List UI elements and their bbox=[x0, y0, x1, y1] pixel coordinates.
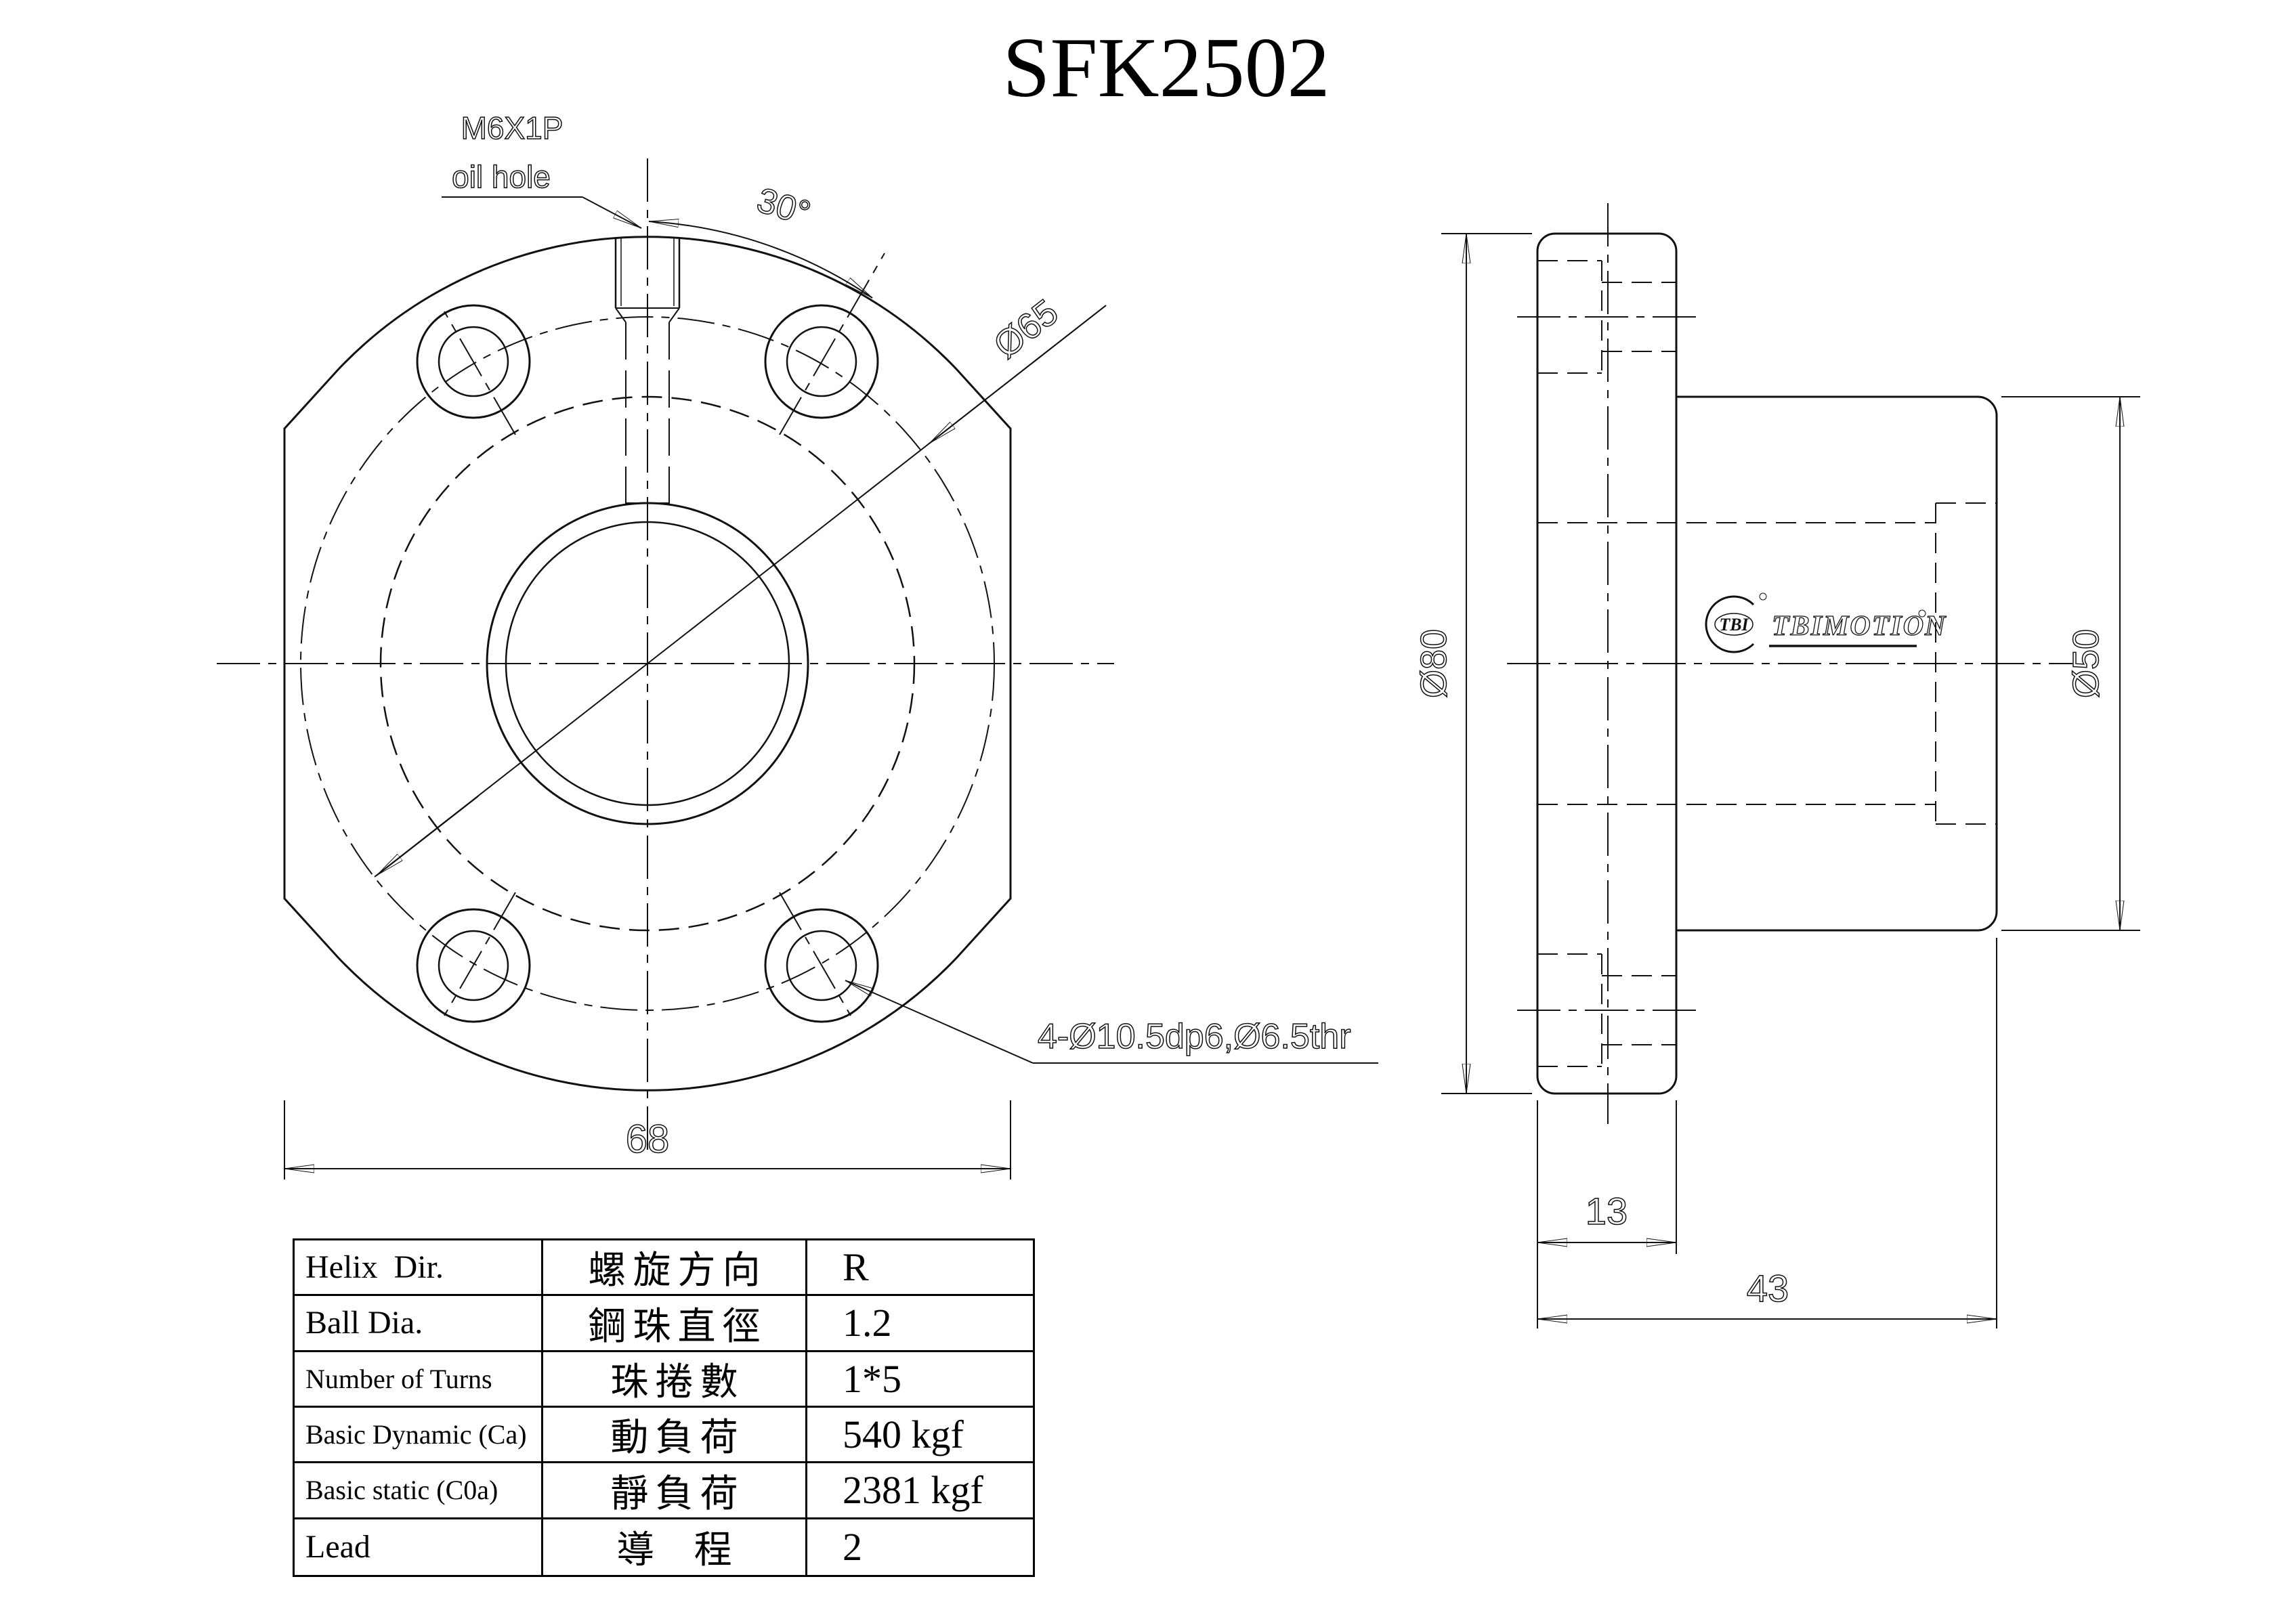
tbimotion-logo: TBI TBIMOTION bbox=[1705, 592, 1947, 653]
flange-outline bbox=[283, 236, 1012, 1091]
spec-row-balldia-en: Ball Dia. bbox=[295, 1296, 543, 1352]
total-length-dimension: 43 bbox=[1537, 938, 1997, 1328]
spec-row-helix-value: R bbox=[807, 1240, 1035, 1297]
hole-centerline bbox=[779, 253, 885, 435]
brand-text: TBIMOTION bbox=[1772, 611, 1947, 642]
hole-centerline bbox=[779, 892, 851, 1016]
spec-row-static-en: Basic static (C0a) bbox=[295, 1463, 543, 1519]
spec-row-lead-en: Lead bbox=[295, 1519, 543, 1575]
front-view: M6X1P oil hole 30° Ø65 68 4-Ø bbox=[217, 110, 1378, 1180]
tbi-ring-icon bbox=[1705, 595, 1755, 653]
spec-row-helix-en: Helix Dir. bbox=[295, 1240, 543, 1297]
spec-row-dynamic-en: Basic Dynamic (Ca) bbox=[295, 1408, 543, 1464]
angle-dimension-text: 30° bbox=[752, 181, 815, 234]
hole-centerline bbox=[444, 892, 516, 1016]
flange-thickness-text: 13 bbox=[1586, 1190, 1628, 1232]
flange-diameter-text: Ø80 bbox=[1413, 629, 1454, 698]
bolt-holes-callout-text: 4-Ø10.5dp6,Ø6.5thr bbox=[1038, 1017, 1351, 1056]
registered-mark-icon bbox=[1918, 609, 1926, 618]
oil-hole-leader bbox=[582, 196, 642, 229]
bolt-hole-lower-left bbox=[416, 892, 531, 1023]
bolt-circle-dimension-text: Ø65 bbox=[986, 292, 1065, 366]
width-dimension-text: 68 bbox=[626, 1117, 670, 1161]
spec-row-helix-zh: 螺旋方向 bbox=[543, 1240, 807, 1297]
spec-row-turns-value: 1*5 bbox=[807, 1352, 1035, 1408]
bolt-hole-upper-left bbox=[416, 304, 531, 435]
spec-table: Helix Dir. 螺旋方向 R Ball Dia. 鋼珠直徑 1.2 Num… bbox=[293, 1238, 1035, 1577]
hidden-bolt-hole-upper bbox=[1517, 260, 1697, 374]
spec-row-static-value: 2381 kgf bbox=[807, 1463, 1035, 1519]
flange-thickness-dimension: 13 bbox=[1537, 1100, 1677, 1254]
registered-mark-icon bbox=[1759, 592, 1767, 601]
spec-row-dynamic-value: 540 kgf bbox=[807, 1408, 1035, 1464]
spec-row-turns-zh: 珠捲數 bbox=[543, 1352, 807, 1408]
oil-hole-label-line2: oil hole bbox=[452, 159, 551, 194]
spec-row-balldia-value: 1.2 bbox=[807, 1296, 1035, 1352]
oil-hole-label-line1: M6X1P bbox=[461, 110, 564, 146]
side-view: Ø80 Ø50 13 43 TBI TBIMOTION bbox=[1413, 203, 2140, 1328]
angle-dimension-30: 30° bbox=[649, 180, 873, 299]
oil-hole-label: M6X1P oil hole bbox=[442, 110, 642, 229]
spec-row-balldia-zh: 鋼珠直徑 bbox=[543, 1296, 807, 1352]
spec-row-lead-zh: 導 程 bbox=[543, 1519, 807, 1575]
flange-diameter-dimension: Ø80 bbox=[1413, 233, 1532, 1094]
spec-row-lead-value: 2 bbox=[843, 1525, 862, 1570]
bolt-circle-dimension: Ø65 bbox=[374, 291, 1107, 878]
body-diameter-dimension: Ø50 bbox=[2001, 396, 2140, 931]
spec-row-dynamic-zh: 動負荷 bbox=[543, 1408, 807, 1464]
body-diameter-text: Ø50 bbox=[2066, 629, 2106, 698]
page-title: SFK2502 bbox=[1002, 21, 1330, 115]
total-length-text: 43 bbox=[1747, 1267, 1789, 1310]
hidden-bolt-hole-lower bbox=[1517, 953, 1697, 1067]
bolt-hole-lower-right bbox=[764, 892, 879, 1023]
spec-row-static-zh: 靜負荷 bbox=[543, 1463, 807, 1519]
tbi-monogram-text: TBI bbox=[1719, 615, 1749, 634]
hole-centerline bbox=[444, 311, 516, 435]
spec-row-turns-en: Number of Turns bbox=[295, 1352, 543, 1408]
width-dimension-68: 68 bbox=[284, 1100, 1011, 1180]
bolt-holes-callout: 4-Ø10.5dp6,Ø6.5thr bbox=[845, 980, 1378, 1064]
